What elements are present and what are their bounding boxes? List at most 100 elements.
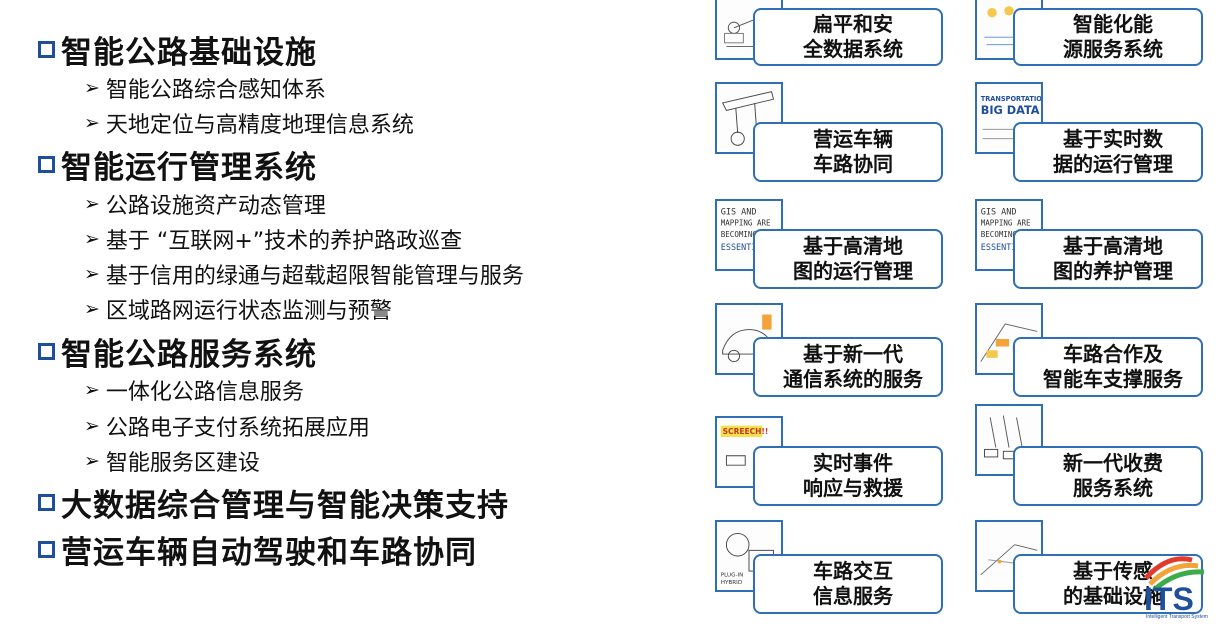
card-label-line: 扁平和安 bbox=[813, 12, 893, 36]
outline: 智能公路基础设施 ➢智能公路综合感知体系 ➢天地定位与高精度地理信息系统 智能运… bbox=[38, 27, 524, 571]
arrow-bullet-icon: ➢ bbox=[84, 450, 100, 472]
thumb-text: SCREECH!! bbox=[723, 427, 769, 436]
arrow-bullet-icon: ➢ bbox=[84, 298, 100, 320]
section-title: 大数据综合管理与智能决策支持 bbox=[61, 488, 509, 524]
list-item-text: 天地定位与高精度地理信息系统 bbox=[105, 113, 414, 138]
card-label-line: 的基础设施 bbox=[1063, 584, 1163, 608]
square-bullet-icon bbox=[38, 494, 55, 511]
thumb-text: GIS AND bbox=[721, 206, 757, 216]
list-item: ➢一体化公路信息服务 bbox=[84, 374, 304, 406]
card-hd-map-ops[interactable]: GIS AND MAPPING ARE BECOMING ESSENTIAL 基于高清… bbox=[715, 199, 943, 289]
thumb-text: ESSENTIAL bbox=[981, 242, 1027, 252]
arrow-bullet-icon: ➢ bbox=[84, 228, 100, 250]
section-title: 智能公路基础设施 bbox=[61, 35, 317, 71]
card-label-line: 图的养护管理 bbox=[1053, 259, 1173, 283]
thumb-text: MAPPING ARE bbox=[981, 219, 1031, 228]
list-item-text: 基于信用的绿通与超载超限智能管理与服务 bbox=[105, 264, 524, 289]
section-heading: 智能公路服务系统 bbox=[38, 329, 317, 374]
card-label-line: 基于高清地 bbox=[803, 234, 903, 258]
thumb-text: BECOMING bbox=[721, 230, 758, 239]
card-label-box: 智能化能源服务系统 bbox=[1013, 8, 1203, 66]
card-hd-map-maintenance[interactable]: GIS AND MAPPING ARE BECOMING ESSENTIAL 基于高清… bbox=[975, 199, 1203, 289]
list-item-text: 一体化公路信息服务 bbox=[105, 380, 304, 405]
card-vehicle-road-coop[interactable]: 车路合作及智能车支撑服务 bbox=[975, 303, 1203, 397]
list-item-text: 区域路网运行状态监测与预警 bbox=[105, 299, 392, 324]
thumb-text: ESSENTIAL bbox=[721, 242, 767, 252]
card-label-line: 智能车支撑服务 bbox=[1043, 367, 1183, 391]
card-label-line: 智能化能 bbox=[1073, 12, 1153, 36]
square-bullet-icon bbox=[38, 343, 55, 360]
card-label-box: 基于高清地图的养护管理 bbox=[1013, 229, 1203, 289]
list-item: ➢天地定位与高精度地理信息系统 bbox=[84, 107, 414, 139]
card-label-line: 基于高清地 bbox=[1063, 234, 1163, 258]
card-label-box: 扁平和安全数据系统 bbox=[753, 8, 943, 66]
thumb-text: BECOMING bbox=[981, 230, 1018, 239]
card-label-box: 营运车辆车路协同 bbox=[753, 122, 943, 182]
section-title: 智能运行管理系统 bbox=[61, 150, 317, 186]
thumb-text: GIS AND bbox=[981, 206, 1017, 216]
card-label-line: 源服务系统 bbox=[1063, 37, 1163, 61]
card-label-line: 新一代收费 bbox=[1063, 451, 1163, 475]
section-heading: 智能运行管理系统 bbox=[38, 142, 317, 187]
list-item-text: 基于 “互联网+”技术的养护路政巡查 bbox=[105, 229, 463, 254]
card-label-line: 响应与救援 bbox=[803, 476, 903, 500]
square-bullet-icon bbox=[38, 541, 55, 558]
card-label-line: 全数据系统 bbox=[803, 37, 903, 61]
card-label-box: 车路交互信息服务 bbox=[753, 554, 943, 614]
arrow-bullet-icon: ➢ bbox=[84, 415, 100, 437]
card-label-line: 图的运行管理 bbox=[793, 259, 913, 283]
card-flat-safe-data[interactable]: 扁平和安全数据系统 bbox=[715, 0, 943, 66]
card-incident-response[interactable]: SCREECH!! 实时事件响应与救援 bbox=[715, 416, 943, 506]
card-label-line: 车路合作及 bbox=[1063, 342, 1163, 366]
logo-text: ITS bbox=[1144, 581, 1194, 617]
logo-subtext: Intelligent Transport System bbox=[1146, 614, 1208, 620]
card-sensor-infrastructure[interactable]: 基于传感的基础设施 bbox=[975, 520, 1203, 614]
arrow-bullet-icon: ➢ bbox=[84, 263, 100, 285]
card-label-line: 车路协同 bbox=[813, 152, 893, 176]
sketch-toll-icon bbox=[975, 404, 1043, 476]
list-item: ➢智能公路综合感知体系 bbox=[84, 72, 326, 104]
arrow-bullet-icon: ➢ bbox=[84, 112, 100, 134]
card-label-line: 基于实时数 bbox=[1063, 127, 1163, 151]
card-label-line: 实时事件 bbox=[813, 451, 893, 475]
list-item-text: 公路电子支付系统拓展应用 bbox=[105, 416, 370, 441]
list-item: ➢基于信用的绿通与超载超限智能管理与服务 bbox=[84, 258, 524, 290]
list-item-text: 智能公路综合感知体系 bbox=[105, 78, 326, 103]
arrow-bullet-icon: ➢ bbox=[84, 379, 100, 401]
card-label-line: 服务系统 bbox=[1073, 476, 1153, 500]
section-title: 智能公路服务系统 bbox=[61, 337, 317, 373]
card-label-line: 信息服务 bbox=[813, 584, 893, 608]
card-label-box: 新一代收费服务系统 bbox=[1013, 446, 1203, 506]
card-label-box: 车路合作及智能车支撑服务 bbox=[1013, 337, 1203, 397]
card-label-box: 实时事件响应与救援 bbox=[753, 446, 943, 506]
card-label-box: 基于传感的基础设施 bbox=[1013, 554, 1203, 614]
list-item: ➢智能服务区建设 bbox=[84, 445, 260, 477]
section-heading: 大数据综合管理与智能决策支持 bbox=[38, 480, 509, 525]
card-smart-energy[interactable]: 智能化能源服务系统 bbox=[975, 0, 1203, 66]
card-label-line: 通信系统的服务 bbox=[783, 367, 923, 391]
card-new-gen-toll[interactable]: 新一代收费服务系统 bbox=[975, 404, 1203, 506]
list-item-text: 公路设施资产动态管理 bbox=[105, 194, 326, 219]
thumb-text: BIG DATA bbox=[981, 104, 1040, 117]
arrow-bullet-icon: ➢ bbox=[84, 193, 100, 215]
list-item: ➢区域路网运行状态监测与预警 bbox=[84, 293, 392, 325]
card-operating-vehicle-coop[interactable]: 营运车辆车路协同 bbox=[715, 82, 943, 182]
square-bullet-icon bbox=[38, 156, 55, 173]
card-label-line: 基于新一代 bbox=[803, 342, 903, 366]
square-bullet-icon bbox=[38, 41, 55, 58]
thumb-text: MAPPING ARE bbox=[721, 219, 771, 228]
section-title: 营运车辆自动驾驶和车路协同 bbox=[61, 535, 477, 571]
thumb-text: HYBRID bbox=[721, 580, 742, 586]
thumb-text: PLUG-IN bbox=[721, 573, 744, 579]
thumb-text: TRANSPORTATION bbox=[981, 95, 1041, 103]
card-label-line: 据的运行管理 bbox=[1053, 152, 1173, 176]
card-label-line: 营运车辆 bbox=[813, 127, 893, 151]
card-label-box: 基于新一代通信系统的服务 bbox=[753, 337, 943, 397]
section-heading: 智能公路基础设施 bbox=[38, 27, 317, 72]
list-item: ➢公路电子支付系统拓展应用 bbox=[84, 410, 370, 442]
card-new-gen-comm[interactable]: 基于新一代通信系统的服务 bbox=[715, 303, 943, 397]
its-logo: ITS Intelligent Transport System bbox=[1140, 548, 1218, 620]
card-label-line: 车路交互 bbox=[813, 559, 893, 583]
